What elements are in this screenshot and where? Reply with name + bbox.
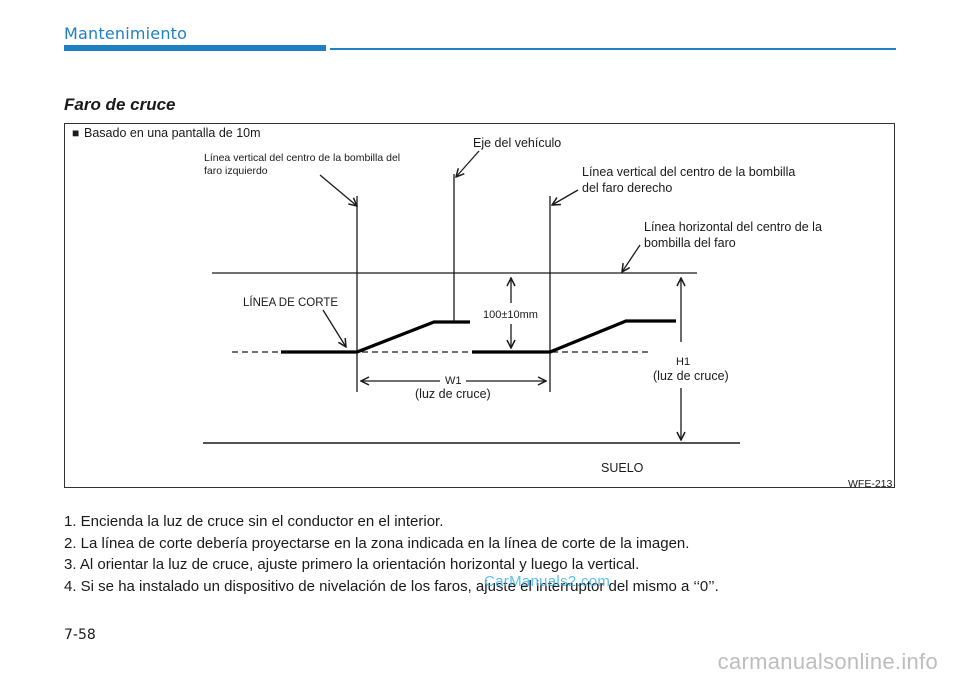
right-vertical-pointer [552, 189, 579, 205]
figure-note: Basado en una pantalla de 10m [84, 126, 261, 140]
w1-sublabel: (luz de cruce) [415, 387, 491, 401]
section-title: Mantenimiento [64, 24, 188, 43]
instruction-list: 1. Encienda la luz de cruce sin el condu… [64, 511, 904, 597]
ground-label: SUELO [601, 461, 644, 475]
vehicle-axis-pointer [456, 150, 480, 177]
left-vertical-pointer [319, 174, 357, 206]
header-rule-thick [64, 45, 326, 51]
page-number: 7-58 [64, 627, 96, 643]
horizontal-line-label: Línea horizontal del centro de la [644, 220, 822, 234]
header-rule-thin [330, 48, 896, 50]
right-vertical-label-cont: del faro derecho [582, 181, 672, 195]
footer-watermark: carmanualsonline.info [717, 649, 938, 674]
instruction-step: 2. La línea de corte debería proyectarse… [64, 534, 690, 552]
note-marker: ■ [72, 126, 79, 140]
h1-sublabel: (luz de cruce) [653, 369, 729, 383]
site-watermark: CarManuals2.com [484, 573, 611, 590]
headlight-aiming-figure [64, 123, 895, 488]
instruction-step: 1. Encienda la luz de cruce sin el condu… [64, 513, 444, 530]
cutoff-line-pointer [322, 309, 346, 347]
instruction-step: 3. Al orientar la luz de cruce, ajuste p… [64, 556, 640, 573]
horizontal-line-pointer [622, 244, 641, 272]
left-cutoff-line [281, 320, 470, 354]
instruction-step: 4. Si se ha instalado un dispositivo de … [64, 577, 719, 595]
right-cutoff-line [472, 319, 676, 354]
figure-code: WFE-213 [848, 478, 893, 490]
h1-label: H1 [676, 356, 690, 368]
page-heading: Faro de cruce [64, 95, 176, 114]
vehicle-axis-label: Eje del vehículo [473, 136, 561, 150]
offset-label: 100±10mm [483, 309, 538, 321]
horizontal-line-label-cont: bombilla del faro [644, 236, 736, 250]
right-vertical-label: Línea vertical del centro de la bombilla [582, 165, 795, 179]
w1-label: W1 [445, 375, 462, 387]
left-vertical-label: Línea vertical del centro de la bombilla… [204, 152, 400, 164]
cutoff-line-label: LÍNEA DE CORTE [243, 296, 338, 309]
left-vertical-label-cont: faro izquierdo [204, 165, 268, 177]
